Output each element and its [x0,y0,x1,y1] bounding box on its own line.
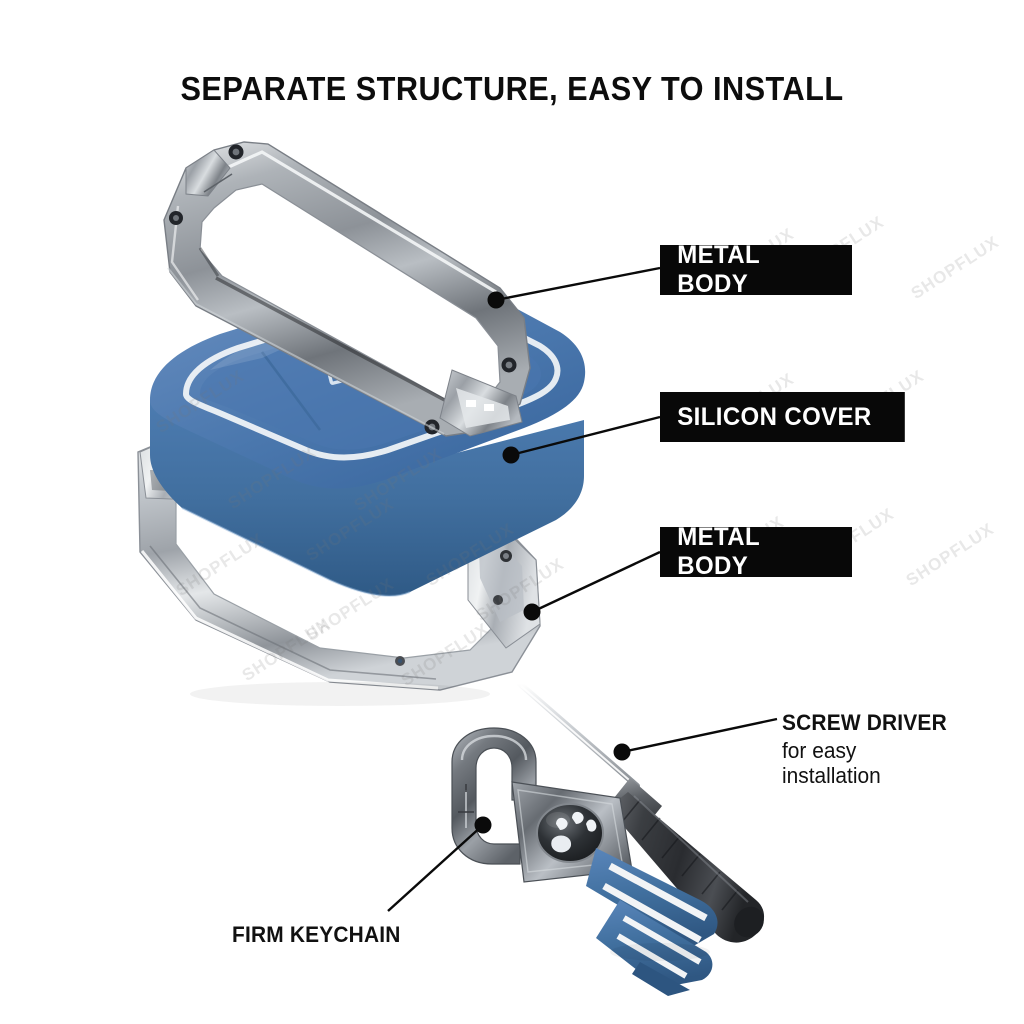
callout-label-silicon-cover: SILICON COVER [660,392,905,442]
callout-label-firm-keychain: FIRM KEYCHAIN [232,922,401,947]
callout-label-text: METAL BODY [677,241,760,298]
callout-label-metal-body-top: METAL BODY [660,241,852,298]
part-screwdriver [517,681,765,943]
part-metal-body-top [163,141,531,437]
callout-subtext-line: for easy [782,738,857,763]
callout-label-text: SILICON COVER [677,402,872,431]
callout-subtext-line: installation [782,763,881,788]
part-keychain [451,727,718,996]
callout-label-text: METAL BODY [677,523,760,580]
callout-label-screw-driver: SCREW DRIVER [782,710,947,735]
callout-label-metal-body-bottom: METAL BODY [660,523,852,580]
page-title: SEPARATE STRUCTURE, EASY TO INSTALL [180,70,844,107]
